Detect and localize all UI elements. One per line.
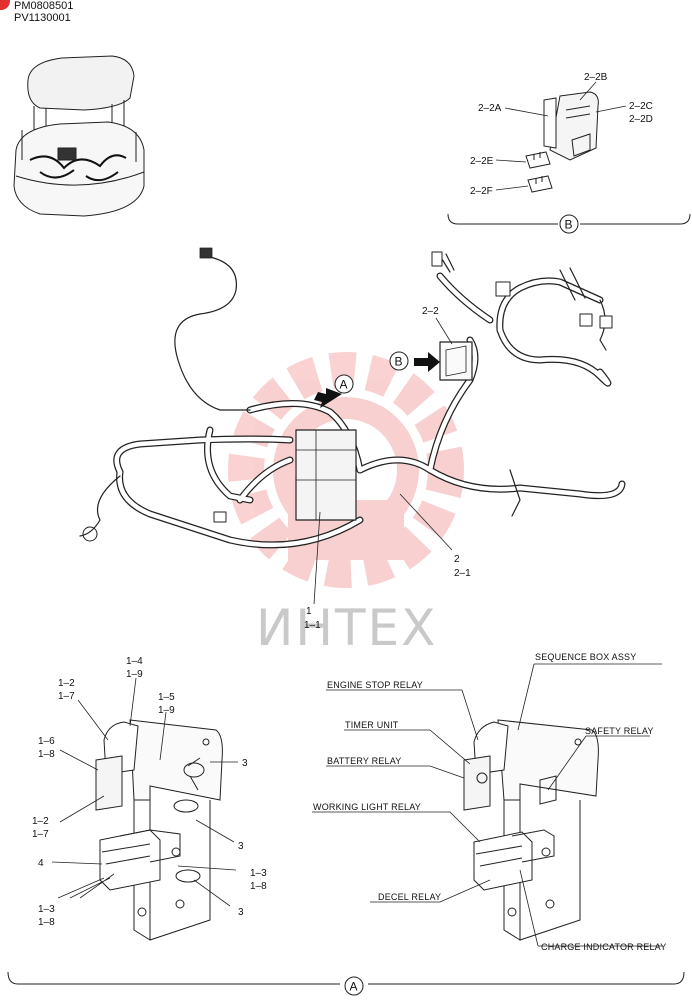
callout-3b: 3: [238, 841, 244, 852]
view-b-label: B: [565, 218, 573, 232]
view-b-label-main: B: [395, 355, 403, 369]
main-wiring-harness: [79, 247, 626, 549]
callout-2-2b: 2–2B: [584, 72, 608, 83]
detail-a-bracket: [7, 971, 685, 985]
callout-1-4: 1–4: [126, 656, 143, 667]
label-engine-stop-relay: ENGINE STOP RELAY: [327, 680, 423, 690]
view-a-label: A: [350, 980, 358, 994]
view-a-circle: [344, 976, 364, 996]
callout-2-2f: 2–2F: [470, 186, 493, 197]
main-leaders: [313, 317, 453, 605]
callout-1-3a: 1–3: [250, 868, 267, 879]
callout-1-2a: 1–2: [58, 678, 75, 689]
corner-marker: [0, 0, 10, 10]
callout-1-9b: 1–9: [158, 705, 175, 716]
view-b-circle-main: [389, 351, 409, 371]
part-code-2: PV1130001: [14, 12, 71, 24]
left-leaders: [51, 677, 238, 907]
part-code-1: PM0808501: [14, 0, 74, 12]
view-b-circle: [559, 214, 579, 234]
watermark-gear-icon: [228, 352, 464, 588]
view-a-label-main: A: [340, 378, 348, 392]
callout-2-2e: 2–2E: [470, 156, 494, 167]
callout-1-1: 1–1: [304, 620, 321, 631]
callout-1-2b: 1–2: [32, 816, 49, 827]
label-charge-indicator-relay: CHARGE INDICATOR RELAY: [541, 942, 666, 952]
callout-3a: 3: [242, 758, 248, 769]
label-timer-unit: TIMER UNIT: [345, 720, 399, 730]
label-sequence-box-assy: SEQUENCE BOX ASSY: [535, 652, 636, 662]
callout-2-2d: 2–2D: [629, 114, 653, 125]
detail-b-relay-module: [525, 91, 599, 193]
callout-4: 4: [38, 858, 44, 869]
callout-1-9a: 1–9: [126, 669, 143, 680]
callout-2-2c: 2–2C: [629, 101, 653, 112]
machine-overview: [13, 55, 145, 217]
callout-1-6: 1–6: [38, 736, 55, 747]
detail-b-bracket: [447, 213, 691, 225]
label-working-light-relay: WORKING LIGHT RELAY: [313, 802, 421, 812]
callout-1-5: 1–5: [158, 692, 175, 703]
callout-1-8b: 1–8: [250, 881, 267, 892]
detail-b-leaders: [495, 81, 627, 191]
label-decel-relay: DECEL RELAY: [378, 892, 441, 902]
view-arrows: [314, 352, 440, 408]
callout-1-7b: 1–7: [32, 829, 49, 840]
relay-bracket-left: [95, 719, 223, 941]
label-battery-relay: BATTERY RELAY: [327, 756, 401, 766]
callout-2: 2: [454, 554, 460, 565]
callout-1-8a: 1–8: [38, 749, 55, 760]
callout-1-3b: 1–3: [38, 904, 55, 915]
right-leaders: [312, 663, 662, 947]
watermark-text: ИНТЕХ: [256, 599, 437, 657]
view-a-circle-main: [334, 374, 354, 394]
callout-1-7a: 1–7: [58, 691, 75, 702]
callout-2-1: 2–1: [454, 568, 471, 579]
callout-2-2: 2–2: [422, 306, 439, 317]
callout-3c: 3: [238, 907, 244, 918]
callout-2-2a: 2–2A: [478, 103, 502, 114]
callout-1: 1: [306, 606, 312, 617]
callout-1-8c: 1–8: [38, 917, 55, 928]
relay-bracket-right: [463, 719, 599, 941]
label-safety-relay: SAFETY RELAY: [585, 726, 654, 736]
